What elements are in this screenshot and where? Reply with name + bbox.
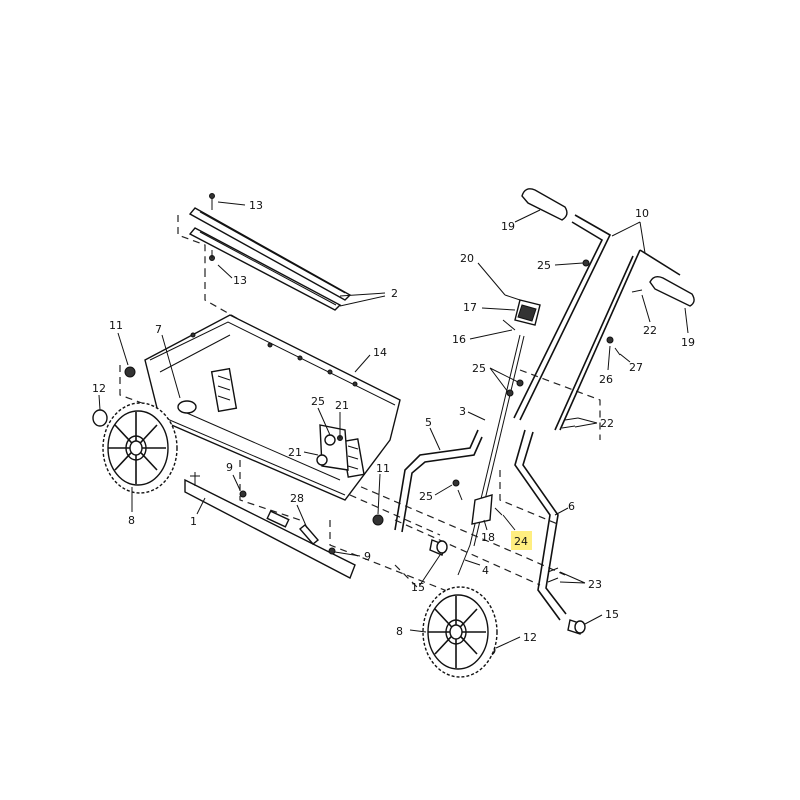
callout-6: 6 <box>568 500 575 513</box>
part-1-rate-plate <box>184 472 356 579</box>
part-8-wheel-right <box>422 586 498 678</box>
callout-13-bottom: 13 <box>233 274 247 287</box>
callout-27: 27 <box>629 361 643 374</box>
part-18-bracket <box>457 489 493 525</box>
part-5-lower-handle <box>394 429 483 533</box>
part-6-lower-handle <box>514 429 567 621</box>
callout-26: 26 <box>599 373 613 386</box>
part-8-wheel-left <box>102 402 178 494</box>
callout-17: 17 <box>463 301 477 314</box>
callout-19-left: 19 <box>501 220 515 233</box>
callout-1: 1 <box>190 515 197 528</box>
callout-22-upper: 22 <box>643 324 657 337</box>
callout-3: 3 <box>459 405 466 418</box>
callout-19-right: 19 <box>681 336 695 349</box>
callout-9-right: 9 <box>364 550 371 563</box>
callout-4: 4 <box>482 564 489 577</box>
callout-15-left: 15 <box>411 581 425 594</box>
part-17-control-knob <box>504 294 541 326</box>
callout-2: 2 <box>391 287 398 300</box>
callout-15-right: 15 <box>605 608 619 621</box>
callout-21-top: 21 <box>335 399 349 412</box>
callout-16: 16 <box>452 333 466 346</box>
handle-hardware <box>452 259 643 583</box>
callout-11-left: 11 <box>109 319 123 332</box>
callout-8-left: 8 <box>128 514 135 527</box>
callout-25-lower: 25 <box>419 490 433 503</box>
leader-lines <box>98 201 689 649</box>
callout-22-lower: 22 <box>600 417 614 430</box>
callout-5: 5 <box>425 416 432 429</box>
callout-13-top: 13 <box>249 199 263 212</box>
callout-12-left: 12 <box>92 382 106 395</box>
callout-28: 28 <box>290 492 304 505</box>
part-21-agitator <box>316 424 349 471</box>
part-14-hopper <box>144 314 401 501</box>
callout-23: 23 <box>588 578 602 591</box>
callout-7: 7 <box>155 323 162 336</box>
part-19-grips <box>521 188 695 307</box>
part-10-upper-handle <box>513 214 681 431</box>
callout-24: 24 <box>514 535 528 548</box>
callout-11-right: 11 <box>376 462 390 475</box>
callout-25-hopper: 25 <box>311 395 325 408</box>
callout-14: 14 <box>373 346 387 359</box>
callout-8-right: 8 <box>396 625 403 638</box>
callout-10: 10 <box>635 207 649 220</box>
callout-12-right: 12 <box>523 631 537 644</box>
part-15-bushings <box>429 539 586 635</box>
callout-9-left: 9 <box>226 461 233 474</box>
callout-25-upper: 25 <box>537 259 551 272</box>
callout-20: 20 <box>460 252 474 265</box>
callout-21-left: 21 <box>288 446 302 459</box>
part-2-agitator-bars <box>188 193 352 311</box>
callout-labels: 13 13 2 14 7 11 12 25 21 21 9 11 8 1 28 … <box>92 199 695 644</box>
callout-18: 18 <box>481 531 495 544</box>
callout-25-middle: 25 <box>472 362 486 375</box>
callout-highlight <box>511 531 532 550</box>
